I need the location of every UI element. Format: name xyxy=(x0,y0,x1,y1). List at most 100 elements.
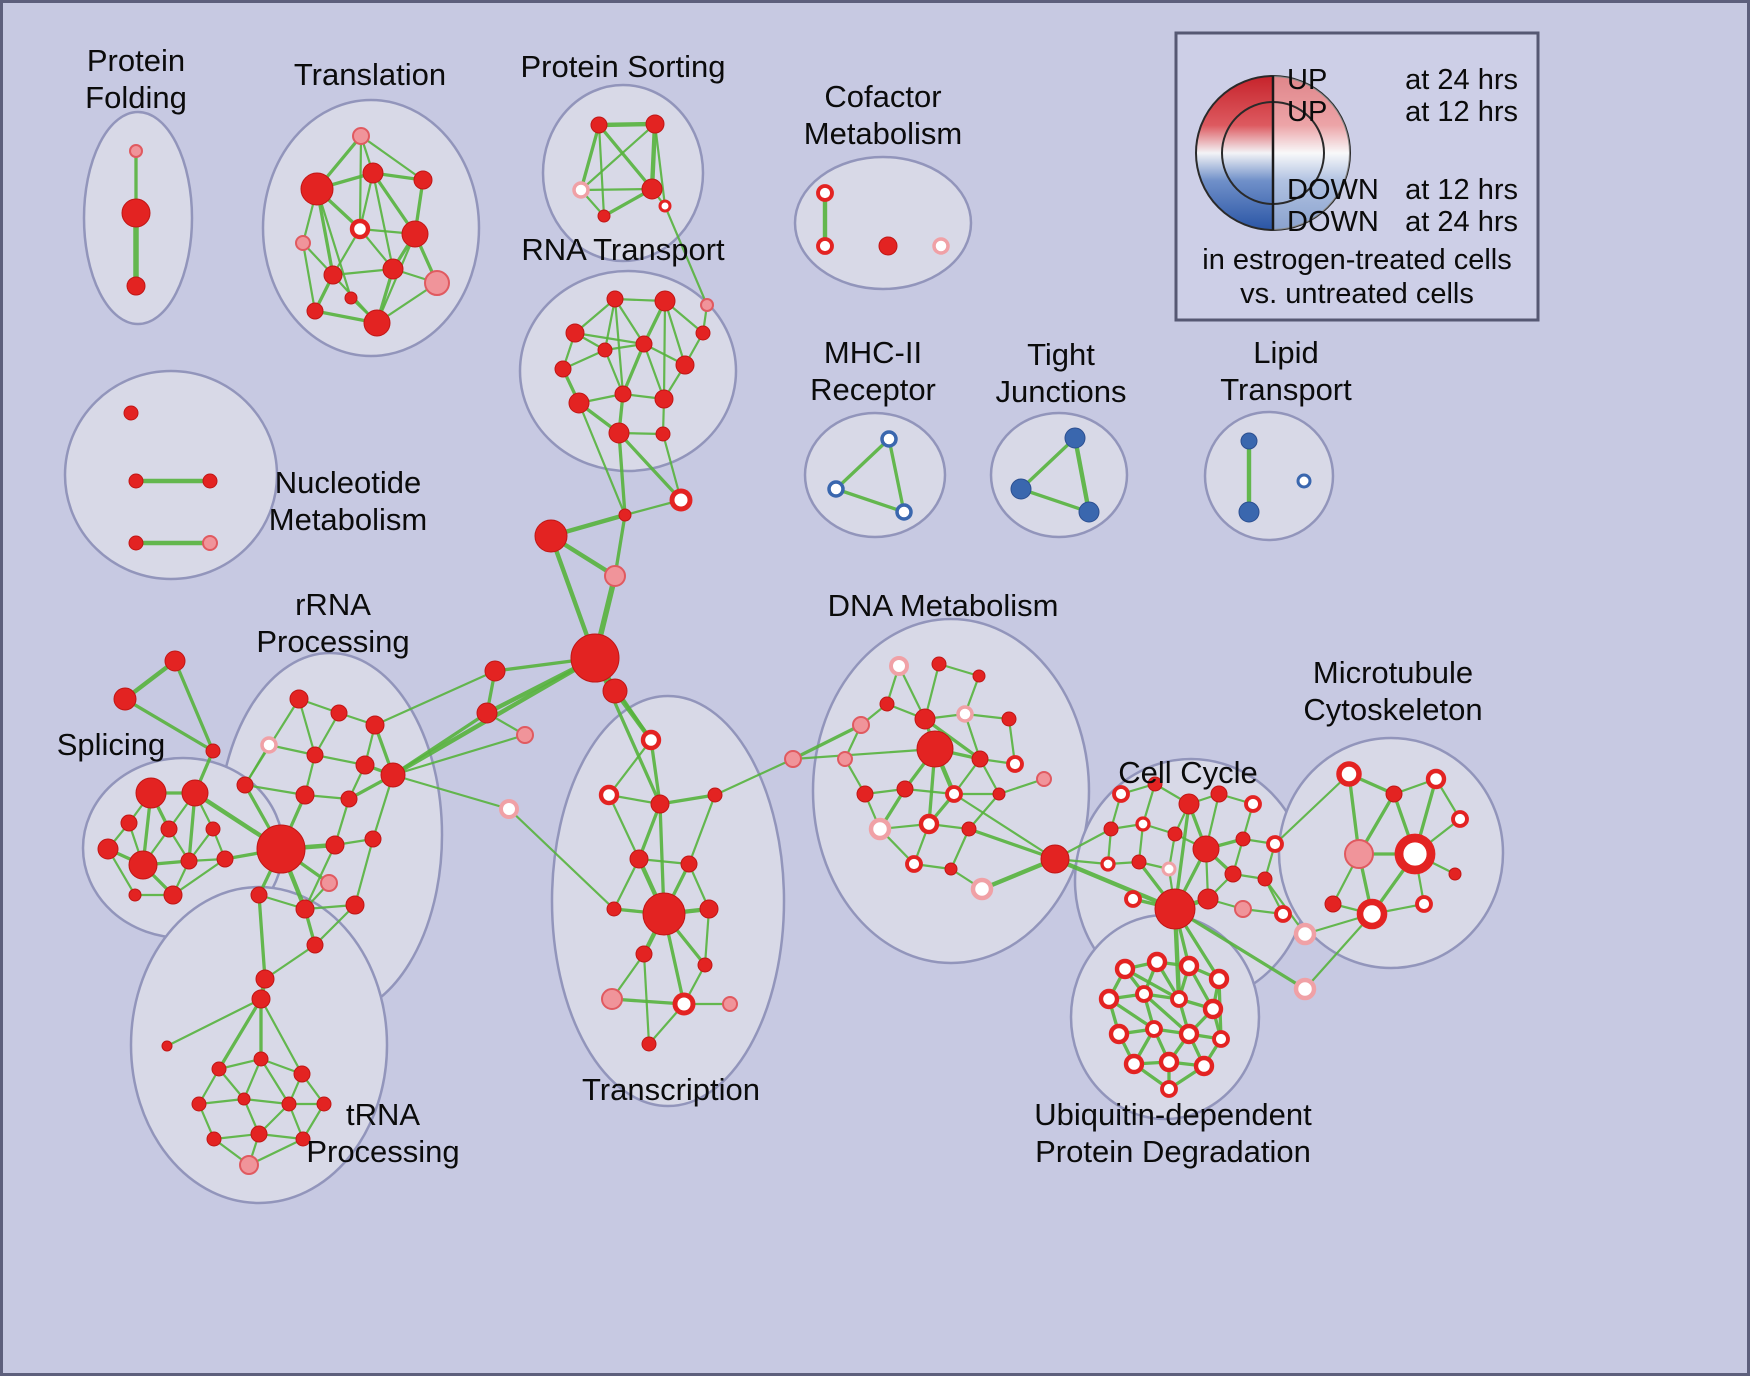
node-b xyxy=(1078,501,1100,523)
node-o xyxy=(1394,833,1436,875)
node-r xyxy=(401,220,429,248)
node-r xyxy=(255,969,275,989)
node-o xyxy=(1158,1051,1180,1073)
node-r xyxy=(164,650,186,672)
node-o xyxy=(1178,955,1200,977)
edge xyxy=(607,793,641,861)
edge xyxy=(610,997,686,1006)
node-r xyxy=(602,678,628,704)
node-r xyxy=(1147,776,1163,792)
node-r xyxy=(113,687,137,711)
node-r xyxy=(306,936,324,954)
edge xyxy=(952,792,1057,861)
node-o xyxy=(640,729,662,751)
node-o xyxy=(349,218,371,240)
node-q xyxy=(868,817,892,841)
edge xyxy=(621,342,646,396)
node-r xyxy=(1385,785,1403,803)
node-o xyxy=(1124,890,1142,908)
legend-row-down24-time: at 24 hrs xyxy=(1405,206,1518,238)
cluster-label-mhc-ii-receptor: Receptor xyxy=(810,372,936,407)
node-o xyxy=(1451,810,1469,828)
node-o xyxy=(1266,835,1284,853)
node-b xyxy=(1238,501,1260,523)
node-r xyxy=(128,535,144,551)
node-r xyxy=(120,814,138,832)
edge xyxy=(259,997,304,1076)
node-r xyxy=(654,389,674,409)
node-r xyxy=(121,198,151,228)
legend-row-up24-time: at 24 hrs xyxy=(1405,64,1518,96)
node-q xyxy=(1161,861,1177,877)
node-r xyxy=(364,830,382,848)
edge xyxy=(391,711,489,777)
cluster-label-protein-folding: Folding xyxy=(85,80,187,115)
node-c xyxy=(827,480,845,498)
node-q xyxy=(572,181,590,199)
node-p xyxy=(837,751,853,767)
node-r xyxy=(695,325,711,341)
edge xyxy=(607,738,653,797)
node-o xyxy=(598,784,620,806)
node-r xyxy=(1235,831,1251,847)
node-r xyxy=(295,1131,311,1147)
node-o xyxy=(1160,1080,1178,1098)
edge xyxy=(371,171,395,271)
node-q xyxy=(1293,977,1317,1001)
node-r xyxy=(205,821,221,837)
node-r xyxy=(1001,711,1017,727)
node-r xyxy=(1257,871,1273,887)
node-r xyxy=(971,750,989,768)
node-r xyxy=(237,1092,251,1106)
edge xyxy=(887,437,906,514)
node-r xyxy=(345,895,365,915)
node-o xyxy=(905,855,923,873)
node-o xyxy=(1202,998,1224,1020)
legend: UP at 24 hrs UP at 12 hrs DOWN at 12 hrs… xyxy=(1174,31,1540,322)
node-o xyxy=(672,992,696,1016)
cluster-cofactor-metabolism xyxy=(793,155,973,291)
node-p xyxy=(352,127,370,145)
edge xyxy=(373,669,497,727)
cluster-label-cofactor-metabolism: Cofactor xyxy=(824,79,941,114)
nodes-layer xyxy=(97,114,1469,1175)
node-p xyxy=(1234,900,1252,918)
node-r xyxy=(641,178,663,200)
edge xyxy=(243,783,307,797)
node-p xyxy=(320,874,338,892)
node-o xyxy=(1114,958,1136,980)
legend-row-up12-label: UP xyxy=(1287,96,1327,128)
cluster-lipid-transport xyxy=(1203,410,1335,542)
edge xyxy=(597,123,654,191)
cluster-label-mhc-ii-receptor: MHC-II xyxy=(824,335,922,370)
node-r xyxy=(1224,865,1242,883)
edge xyxy=(593,656,662,806)
node-r xyxy=(250,886,268,904)
node-r xyxy=(382,258,404,280)
node-r xyxy=(330,704,348,722)
node-q xyxy=(956,705,974,723)
edge xyxy=(123,697,215,753)
node-r xyxy=(216,850,234,868)
node-c xyxy=(1296,473,1312,489)
edge xyxy=(1019,436,1077,491)
node-r xyxy=(180,852,198,870)
cluster-label-cofactor-metabolism: Metabolism xyxy=(804,116,963,151)
edge xyxy=(391,733,527,777)
node-r xyxy=(642,892,686,936)
node-r xyxy=(629,849,649,869)
node-r xyxy=(608,422,630,444)
node-r xyxy=(128,888,142,902)
node-r xyxy=(707,787,723,803)
cluster-label-tight-junctions: Tight xyxy=(1027,337,1095,372)
edge xyxy=(507,807,616,911)
node-p xyxy=(202,535,218,551)
edge xyxy=(617,431,683,502)
node-r xyxy=(316,1096,332,1112)
node-r xyxy=(699,899,719,919)
node-r xyxy=(614,385,632,403)
node-r xyxy=(484,660,506,682)
node-c xyxy=(880,430,898,448)
